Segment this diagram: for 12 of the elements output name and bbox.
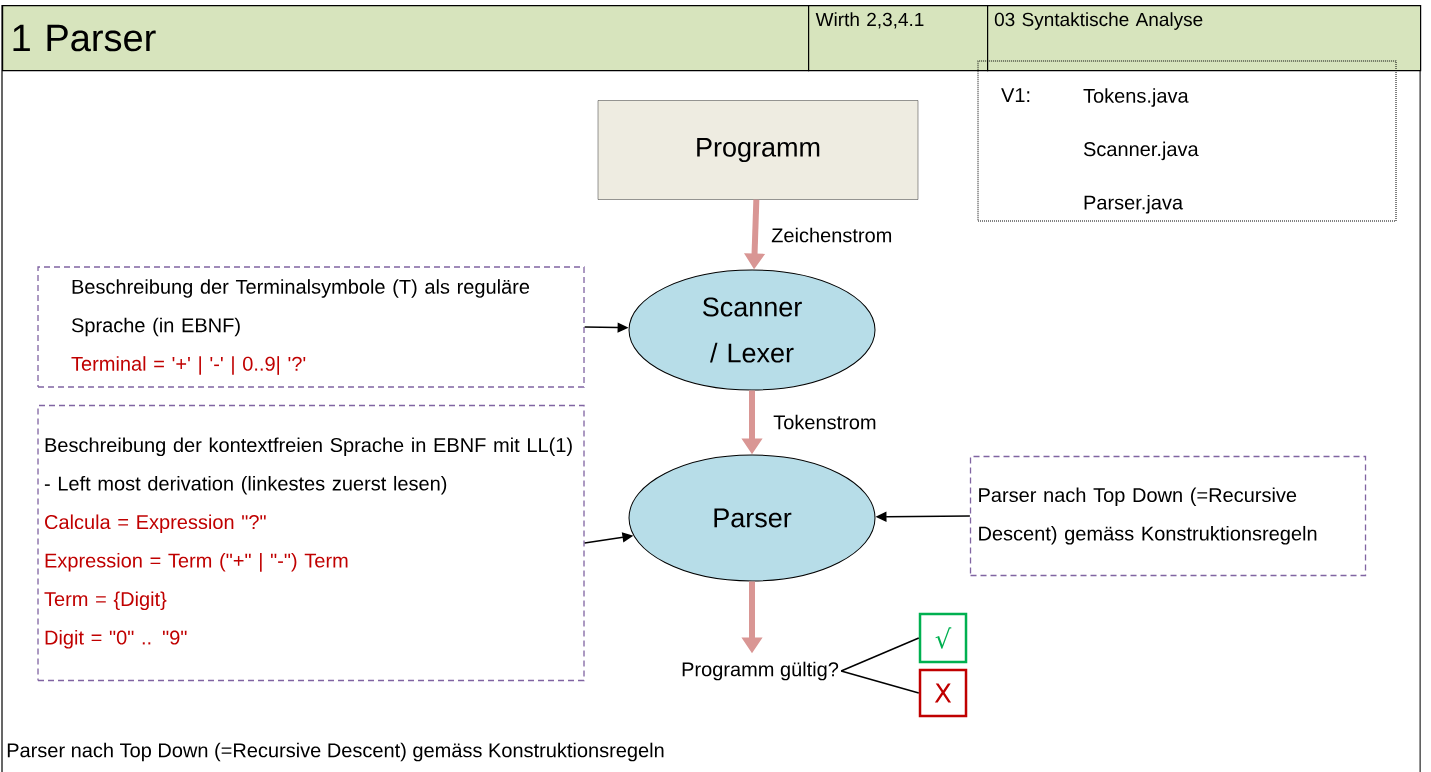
footnote: Parser nach Top Down (=Recursive Descent) gemäss Konstruktionsregeln [7, 742, 664, 762]
description-box: Parser nach Top Down (=Recursive Descent) gemäss Konstruktionsregeln [969, 455, 1367, 577]
invalid-box: X [918, 668, 968, 718]
process-box: Programm [597, 100, 919, 200]
question-text: Programm gültig? [682, 661, 839, 681]
edge-label: Tokenstrom [773, 414, 876, 430]
header-cell: Wirth 2,3,4.1 [808, 5, 989, 72]
edge-label: Zeichenstrom [771, 227, 892, 243]
description-box: Beschreibung der Terminalsymbole (T) als reguläre Sprache (in EBNF) Terminal = '+' | '-' | 0..9| '?' [37, 266, 585, 388]
file-list-box: V1: Tokens.java Scanner.java Parser.java [977, 60, 1397, 222]
description-box: Beschreibung der kontextfreien Sprache in EBNF mit LL(1) - Left most derivation (linkestes zuerst lesen) Calcula = Expression "?" Expression = Term ("+" | "-") Term Term = {Digit} Digit = "0" .. "9" [37, 404, 585, 682]
valid-box: √ [918, 612, 968, 664]
